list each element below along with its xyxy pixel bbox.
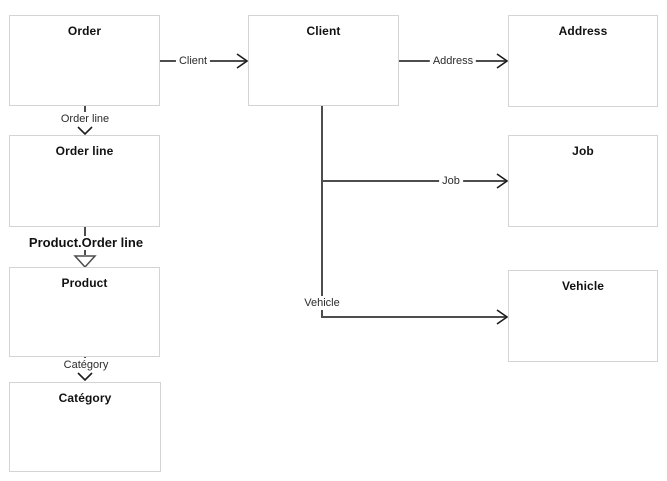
edge-label-order-line: Order line (57, 112, 113, 126)
vee-arrowhead-icon (77, 372, 93, 382)
node-order-title: Order (67, 24, 102, 38)
node-category-title: Catégory (58, 391, 112, 405)
node-job-title: Job (572, 144, 594, 158)
edge-label-client: Client (175, 54, 211, 68)
node-order[interactable]: Order (9, 15, 160, 106)
node-client-title: Client (306, 24, 341, 38)
edge-label-product-order-line: Product.Order line (25, 236, 147, 250)
node-address-title: Address (558, 24, 608, 38)
open-arrowhead-icon (496, 53, 509, 69)
node-job[interactable]: Job (508, 135, 658, 227)
node-product-title: Product (61, 276, 108, 290)
open-arrowhead-icon (496, 173, 509, 189)
open-arrowhead-icon (236, 53, 249, 69)
node-vehicle-title: Vehicle (561, 279, 605, 293)
hollow-triangle-arrowhead-icon (73, 255, 97, 269)
open-arrowhead-icon (496, 309, 509, 325)
node-order-line[interactable]: Order line (9, 135, 160, 227)
node-client[interactable]: Client (248, 15, 399, 106)
node-vehicle[interactable]: Vehicle (508, 270, 658, 362)
edge-client-to-vehicle[interactable] (321, 106, 509, 325)
edge-label-job: Job (439, 174, 463, 188)
node-order-line-title: Order line (55, 144, 114, 158)
edge-label-category: Catégory (60, 358, 112, 372)
node-address[interactable]: Address (508, 15, 658, 107)
vee-arrowhead-icon (77, 126, 93, 136)
node-product[interactable]: Product (9, 267, 160, 357)
edge-label-address: Address (429, 54, 477, 68)
node-category[interactable]: Catégory (9, 382, 161, 472)
edge-client-to-job[interactable] (322, 173, 509, 189)
edge-label-vehicle: Vehicle (301, 296, 343, 310)
